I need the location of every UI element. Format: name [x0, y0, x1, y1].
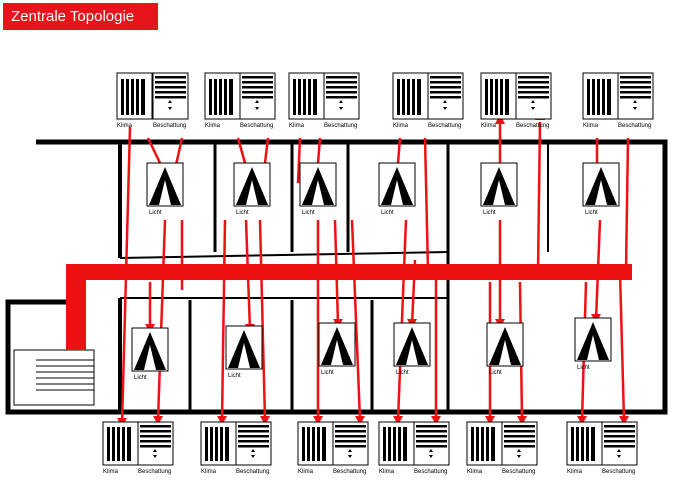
beschattung-group: Beschattung	[427, 72, 464, 129]
beschattung-group: Beschattung	[137, 421, 174, 475]
licht-label: Licht	[585, 210, 598, 216]
klima-label: Klima	[467, 469, 483, 475]
licht-label: Licht	[228, 373, 241, 379]
beschattung-label: Beschattung	[153, 123, 186, 129]
licht-label: Licht	[396, 370, 409, 376]
beschattung-group: Beschattung	[601, 421, 638, 475]
beschattung-label: Beschattung	[516, 123, 549, 129]
bus-lines	[120, 121, 630, 425]
lamp-icon: Licht	[131, 327, 169, 381]
lamp-icon: Licht	[146, 162, 184, 216]
lamp-icon: Licht	[480, 162, 518, 216]
beschattung-group: Beschattung	[235, 421, 272, 475]
lamp-icon: Licht	[486, 322, 524, 376]
lamp-icon: Licht	[233, 162, 271, 216]
beschattung-group: Beschattung	[515, 72, 552, 129]
klima-group: Klima	[297, 421, 334, 475]
klima-label: Klima	[583, 123, 599, 129]
klima-group: Klima	[204, 72, 241, 129]
lamp-icon: Licht	[318, 322, 356, 376]
klima-label: Klima	[298, 469, 314, 475]
klima-group: Klima	[288, 72, 325, 129]
klima-group: Klima	[582, 72, 619, 129]
klima-group: Klima	[116, 72, 153, 129]
beschattung-label: Beschattung	[324, 123, 357, 129]
licht-label: Licht	[381, 210, 394, 216]
klima-label: Klima	[201, 469, 217, 475]
klima-group: Klima	[102, 421, 139, 475]
licht-label: Licht	[483, 210, 496, 216]
beschattung-group: Beschattung	[332, 421, 369, 475]
klima-label: Klima	[393, 123, 409, 129]
beschattung-group: Beschattung	[501, 421, 538, 475]
lamp-icon: Licht	[574, 317, 612, 371]
beschattung-group: Beschattung	[617, 72, 654, 129]
beschattung-label: Beschattung	[236, 469, 269, 475]
lamp-icon: Licht	[299, 162, 337, 216]
licht-label: Licht	[236, 210, 249, 216]
beschattung-label: Beschattung	[602, 469, 635, 475]
lamp-icon: Licht	[393, 322, 431, 376]
beschattung-label: Beschattung	[428, 123, 461, 129]
klima-label: Klima	[205, 123, 221, 129]
licht-label: Licht	[149, 210, 162, 216]
staircase	[13, 349, 95, 406]
beschattung-label: Beschattung	[414, 469, 447, 475]
beschattung-group: Beschattung	[239, 72, 276, 129]
klima-group: Klima	[200, 421, 237, 475]
beschattung-label: Beschattung	[240, 123, 273, 129]
lamp-icon: Licht	[378, 162, 416, 216]
lamp-icon: Licht	[582, 162, 620, 216]
klima-group: Klima	[378, 421, 415, 475]
klima-label: Klima	[103, 469, 119, 475]
licht-label: Licht	[302, 210, 315, 216]
klima-group: Klima	[466, 421, 503, 475]
page-title: Zentrale Topologie	[3, 3, 158, 30]
klima-group: Klima	[392, 72, 429, 129]
klima-group: Klima	[480, 72, 517, 129]
beschattung-label: Beschattung	[333, 469, 366, 475]
licht-label: Licht	[134, 375, 147, 381]
klima-label: Klima	[289, 123, 305, 129]
lamp-icon: Licht	[225, 325, 263, 379]
klima-label: Klima	[117, 123, 133, 129]
klima-group: Klima	[566, 421, 603, 475]
klima-label: Klima	[567, 469, 583, 475]
klima-label: Klima	[481, 123, 497, 129]
beschattung-label: Beschattung	[618, 123, 651, 129]
licht-label: Licht	[577, 365, 590, 371]
beschattung-group: Beschattung	[413, 421, 450, 475]
bus-trunk	[66, 264, 632, 350]
beschattung-group: Beschattung	[323, 72, 360, 129]
beschattung-label: Beschattung	[138, 469, 171, 475]
beschattung-label: Beschattung	[502, 469, 535, 475]
licht-label: Licht	[321, 370, 334, 376]
beschattung-group: Beschattung	[152, 72, 189, 129]
licht-label: Licht	[489, 370, 502, 376]
klima-label: Klima	[379, 469, 395, 475]
